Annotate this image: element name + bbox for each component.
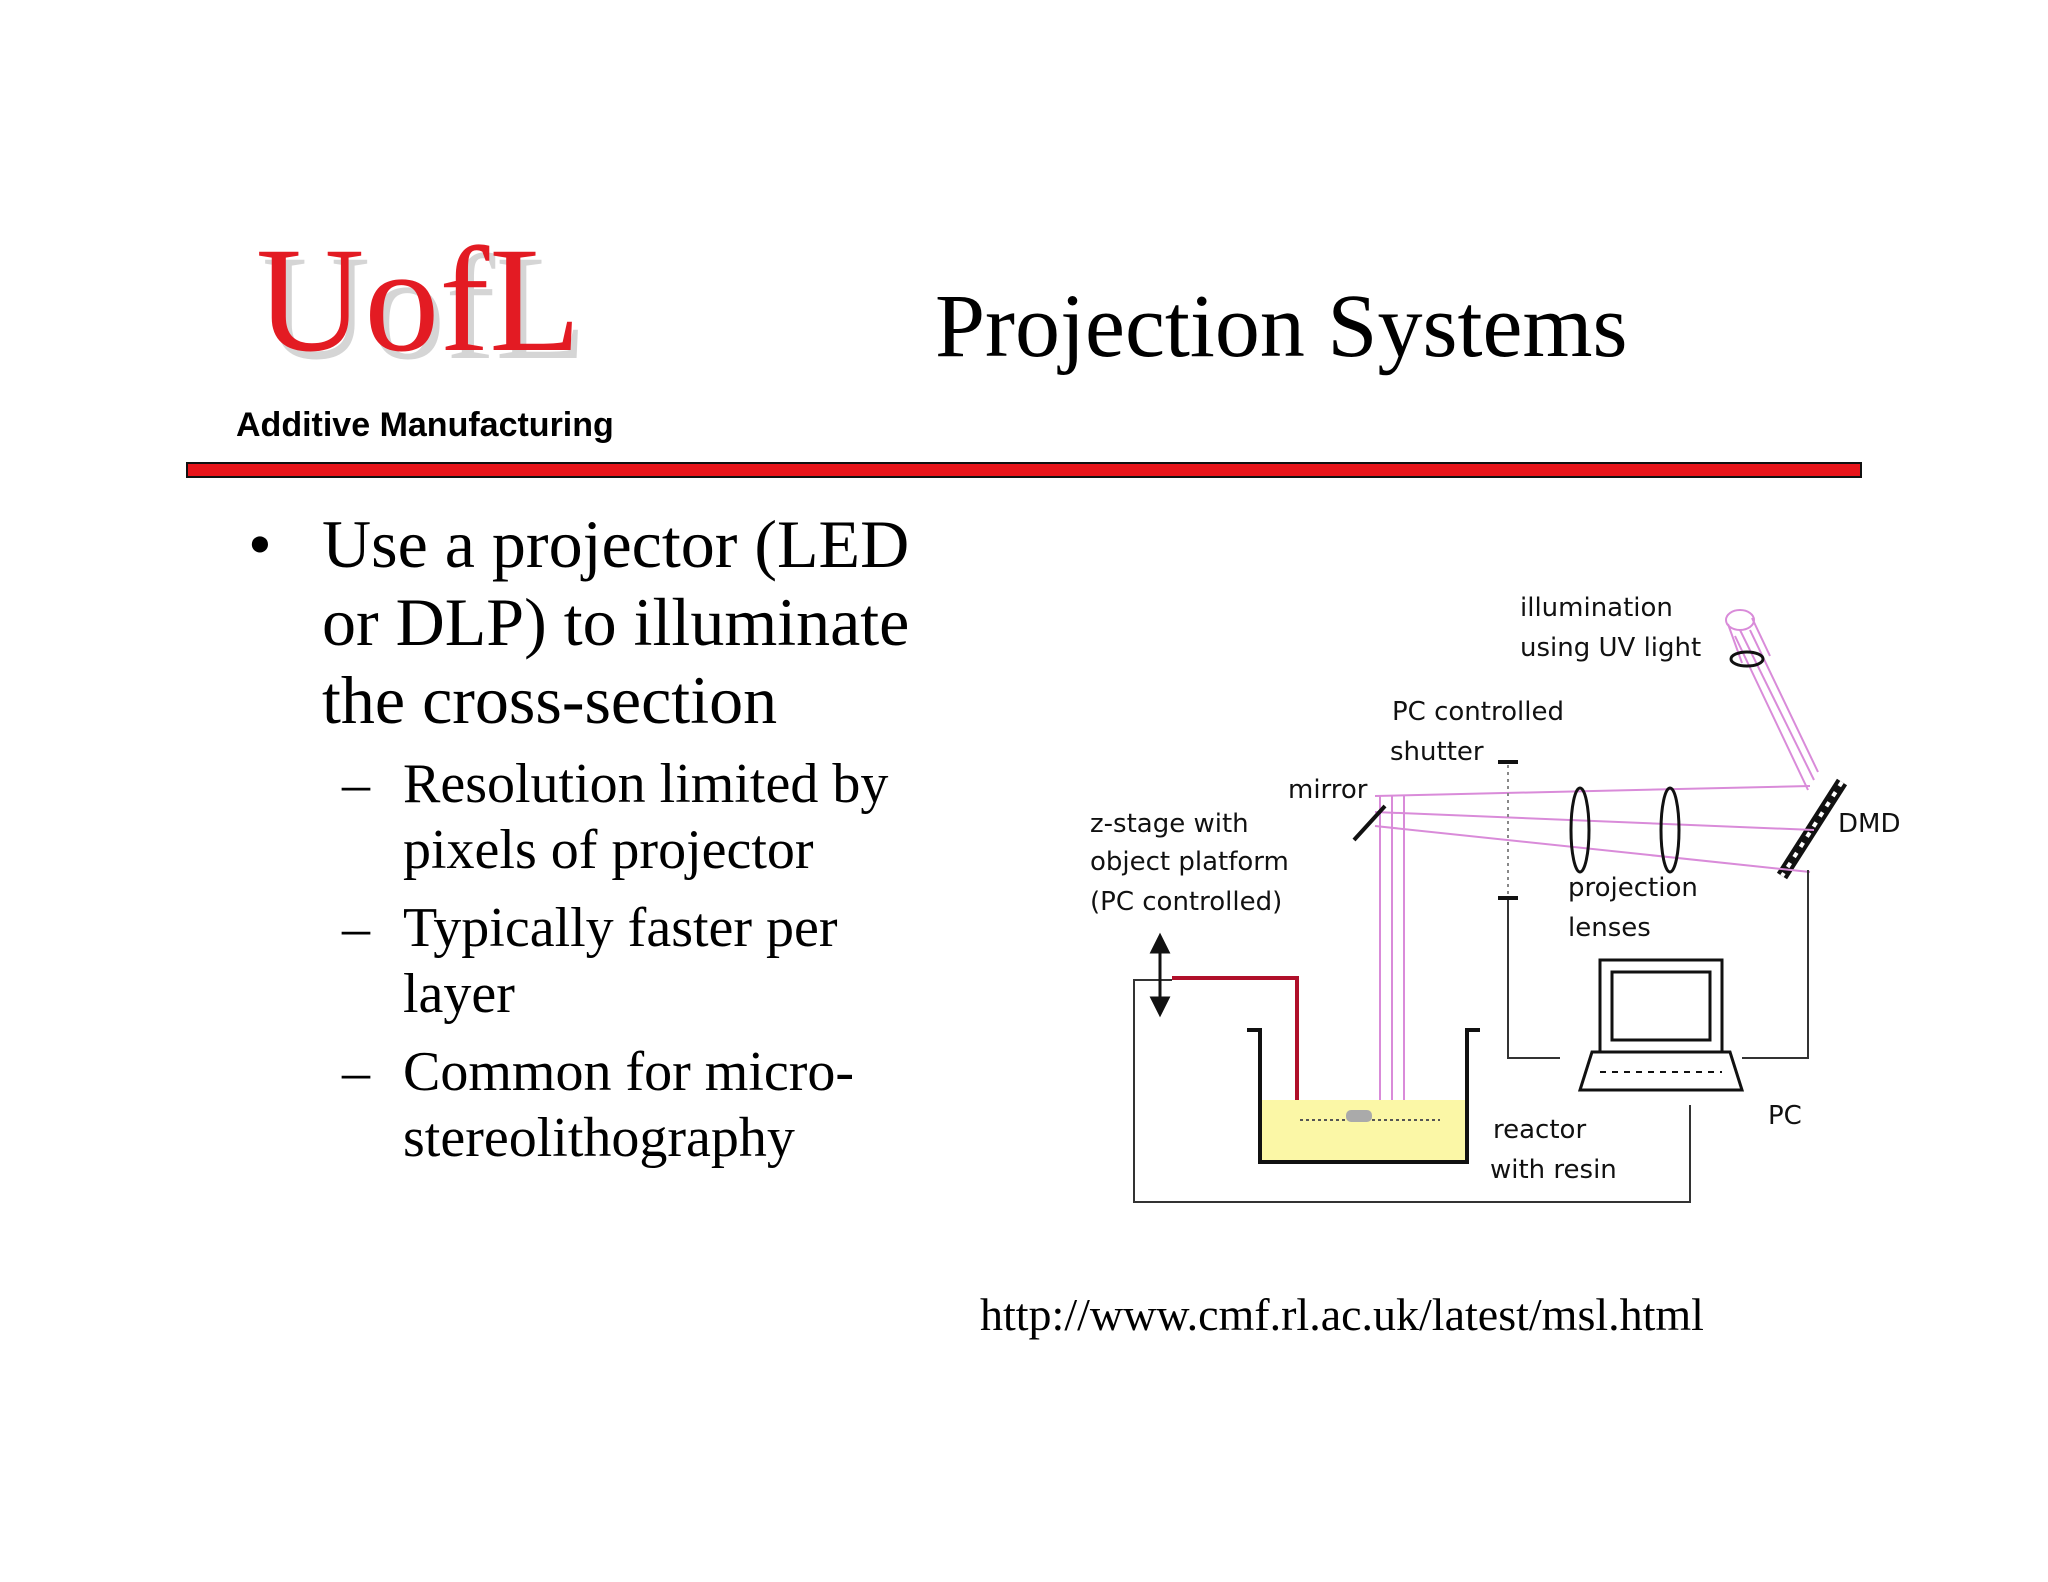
- bullet-item: • Use a projector (LED or DLP) to illumi…: [240, 505, 1000, 739]
- cured-object: [1346, 1110, 1372, 1122]
- label-shutter: shutter: [1390, 737, 1484, 767]
- title-divider: [186, 462, 1862, 478]
- control-wiring: [1133, 870, 1809, 1203]
- label-mirror: mirror: [1288, 775, 1368, 805]
- label-shutter: PC controlled: [1392, 697, 1564, 727]
- label-z-stage: object platform: [1090, 847, 1289, 877]
- label-z-stage: z-stage with: [1090, 809, 1249, 839]
- sub-bullet-dash: –: [342, 753, 370, 815]
- label-lenses: projection: [1568, 873, 1698, 903]
- sub-bullet-line: Typically faster per: [403, 897, 838, 959]
- label-pc: PC: [1768, 1101, 1802, 1131]
- resin: [1261, 1100, 1466, 1162]
- uv-lens-icon: [1729, 650, 1765, 668]
- sub-bullet-line: stereolithography: [403, 1107, 795, 1169]
- bullet-line: or DLP) to illuminate: [322, 584, 910, 660]
- shutter-icon: [1498, 760, 1518, 900]
- sub-bullet-line: Resolution limited by: [403, 753, 889, 815]
- slide-title: Projection Systems: [935, 277, 1628, 376]
- sub-bullet-item: – Common for micro- stereolithography: [240, 1039, 1000, 1171]
- label-illumination: illumination: [1520, 593, 1673, 623]
- object-platform: [1172, 976, 1299, 1122]
- sub-bullet-line: Common for micro-: [403, 1041, 855, 1103]
- course-subtitle: Additive Manufacturing: [236, 406, 614, 444]
- reactor-vat: [1247, 1028, 1480, 1164]
- projection-lens-icon: [1659, 786, 1681, 874]
- sub-bullet-line: layer: [403, 963, 515, 1025]
- bullet-list: • Use a projector (LED or DLP) to illumi…: [240, 505, 1000, 1171]
- sub-bullet-dash: –: [342, 897, 370, 959]
- label-reactor: reactor: [1493, 1115, 1586, 1145]
- sub-bullet-item: – Typically faster per layer: [240, 895, 1000, 1027]
- logo-text: UofL: [256, 217, 581, 383]
- label-illumination: using UV light: [1520, 633, 1701, 663]
- bullet-line: the cross-section: [322, 662, 778, 738]
- uofl-logo: UofL UofL: [250, 200, 610, 410]
- diagram-graphic: illumination using UV light PC controlle…: [1090, 593, 1900, 1203]
- source-url: http://www.cmf.rl.ac.uk/latest/msl.html: [980, 1289, 1704, 1340]
- projection-lens-icon: [1569, 786, 1591, 874]
- logo-shadow: UofL: [262, 225, 587, 391]
- uv-source: [1725, 609, 1819, 791]
- label-reactor: with resin: [1490, 1155, 1617, 1185]
- label-z-stage: (PC controlled): [1090, 887, 1282, 917]
- sub-bullet-dash: –: [342, 1041, 370, 1103]
- sub-bullet-item: – Resolution limited by pixels of projec…: [240, 751, 1000, 883]
- pc-icon: [1577, 958, 1745, 1092]
- uofl-logo-graphic: UofL UofL: [256, 217, 587, 391]
- label-lenses: lenses: [1568, 913, 1651, 943]
- label-dmd: DMD: [1838, 809, 1900, 839]
- bullet-dot: •: [248, 506, 272, 582]
- sub-bullet-line: pixels of projector: [403, 819, 814, 881]
- bullet-line: Use a projector (LED: [322, 506, 910, 582]
- z-stage-arrow-icon: [1149, 932, 1171, 1018]
- light-beam: [1374, 785, 1815, 1110]
- mirror-icon: [1352, 804, 1387, 842]
- projection-system-diagram: illumination using UV light PC controlle…: [1080, 580, 1930, 1220]
